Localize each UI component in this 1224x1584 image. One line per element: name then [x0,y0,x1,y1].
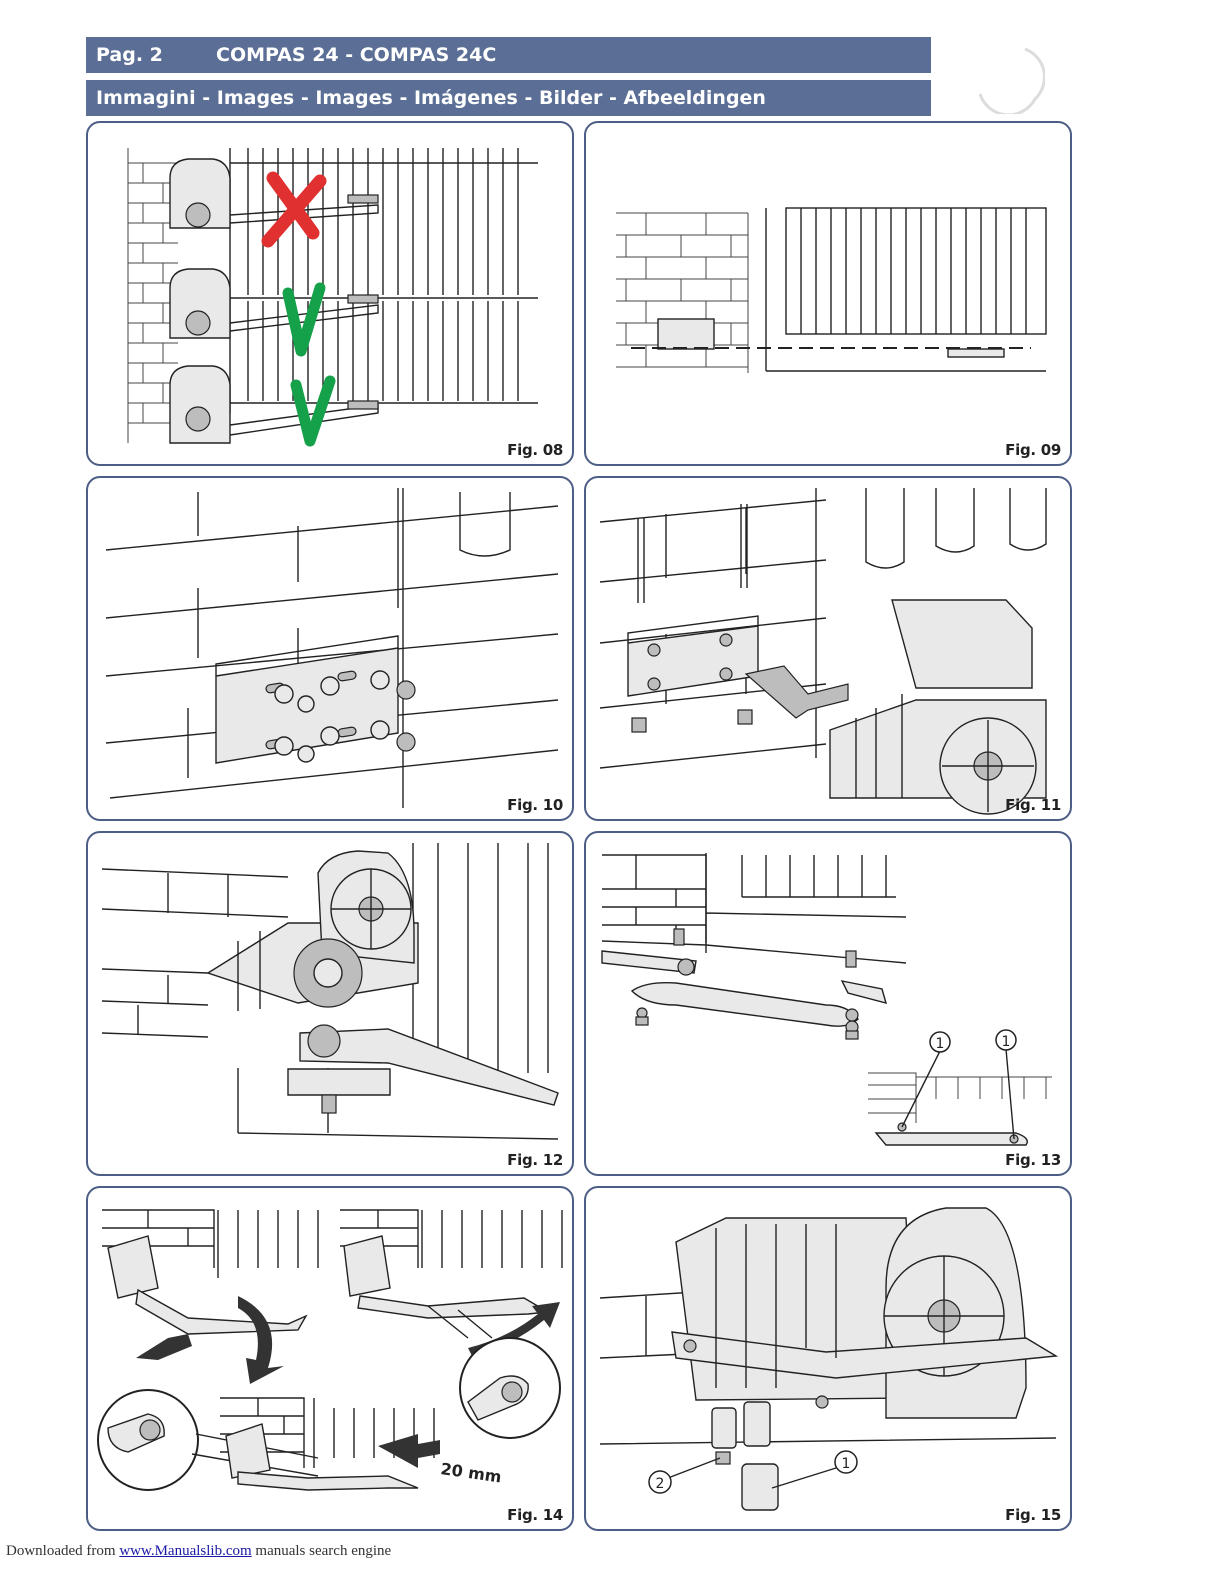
arm-and-post [288,1025,558,1113]
figure-label: Fig. 13 [1005,1151,1061,1169]
callout-1-right: 1 [996,1030,1016,1139]
rotate-arrow-icon [238,1296,284,1384]
push-arrow-icon [136,1334,192,1360]
figure-13-panel: 1 1 Fig. 13 [584,831,1072,1176]
figure-label: Fig. 14 [507,1506,563,1524]
figure-09-panel: Fig. 09 [584,121,1072,466]
detail-circle-right [428,1306,560,1438]
mounting-plate [216,636,415,763]
callout-1: 1 [772,1451,857,1488]
figure-11-illustration [586,478,1072,821]
figure-15-illustration: 1 2 [586,1188,1072,1531]
callout-2: 2 [649,1458,720,1493]
download-footer: Downloaded from www.Manualslib.com manua… [6,1543,391,1560]
gate-bracket [948,349,1004,357]
product-title: COMPAS 24 - COMPAS 24C [216,44,496,66]
operator-unit-top [170,159,378,228]
figure-10-illustration [88,478,574,821]
step-left [102,1210,318,1334]
detail-inset [868,1073,1052,1145]
figure-08-panel: Fig. 08 [86,121,574,466]
figure-label: Fig. 08 [507,441,563,459]
figure-label: Fig. 10 [507,796,563,814]
footer-suffix: manuals search engine [252,1543,392,1559]
step-right [340,1210,562,1318]
svg-text:1: 1 [842,1456,851,1472]
figure-14-illustration: 20 mm [88,1188,574,1531]
section-title: Immagini - Images - Images - Imágenes - … [96,87,766,109]
figure-label: Fig. 09 [1005,441,1061,459]
figure-15-panel: 1 2 Fig. 15 [584,1186,1072,1531]
operator-unit [672,1208,1056,1418]
figure-10-panel: Fig. 10 [86,476,574,821]
footer-prefix: Downloaded from [6,1543,119,1559]
dimension-label: 20 mm [439,1459,502,1486]
figure-08-illustration [88,123,574,466]
figure-09-illustration [586,123,1072,466]
figure-11-panel: Fig. 11 [584,476,1072,821]
figure-14-panel: 20 mm Fig. 14 [86,1186,574,1531]
detail-circle-left [98,1390,318,1490]
figure-label: Fig. 12 [507,1151,563,1169]
svg-text:1: 1 [936,1036,945,1052]
figure-label: Fig. 15 [1005,1506,1061,1524]
figure-12-illustration [88,833,574,1176]
operator-unit [830,600,1046,814]
operator-unit-middle [170,269,378,338]
section-header-bar: Immagini - Images - Images - Imágenes - … [86,80,931,116]
decorative-arc-icon [975,44,1045,114]
page-number: Pag. 2 [96,44,216,66]
svg-text:2: 2 [656,1476,665,1492]
figure-label: Fig. 11 [1005,796,1061,814]
arm-assembly [602,929,886,1039]
figure-12-panel: Fig. 12 [86,831,574,1176]
figure-13-illustration: 1 1 [586,833,1072,1176]
insert-arrow-icon [746,666,848,718]
wall-bracket [658,319,714,349]
svg-text:1: 1 [1002,1034,1011,1050]
cable-glands [712,1402,778,1510]
page-header-bar: Pag. 2 COMPAS 24 - COMPAS 24C [86,37,931,73]
operator-unit-bottom [170,366,378,443]
manualslib-link[interactable]: www.Manualslib.com [119,1543,251,1559]
measure-arrow-icon [378,1434,440,1468]
callout-1-left: 1 [902,1032,950,1127]
